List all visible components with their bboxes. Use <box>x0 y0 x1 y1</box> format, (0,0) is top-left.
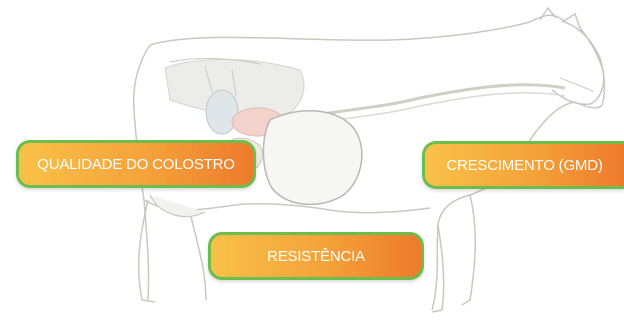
cow-udder <box>150 195 205 217</box>
digestive-tract <box>300 85 565 118</box>
cow-jaw <box>560 78 594 92</box>
colostrum-quality-label: QUALIDADE DO COLOSTRO <box>16 140 256 188</box>
cow-head <box>540 8 604 104</box>
growth-label: CRESCIMENTO (GMD) <box>422 141 624 189</box>
resistance-label: RESISTÊNCIA <box>208 232 424 280</box>
kidney <box>206 90 238 134</box>
rumen <box>263 111 361 205</box>
cow-front-leg <box>432 195 475 312</box>
